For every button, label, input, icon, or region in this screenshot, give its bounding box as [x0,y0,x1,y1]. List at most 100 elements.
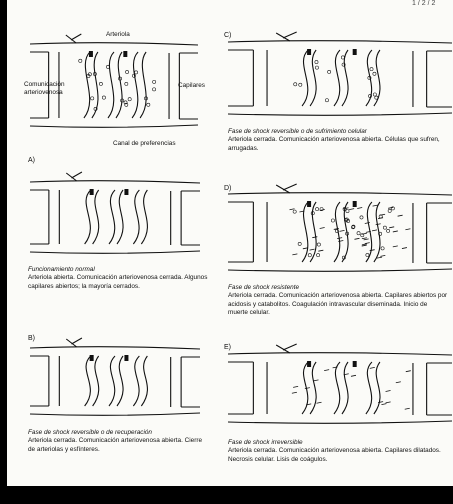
precapillary-sphincter-1 [353,49,357,55]
tissue-hatch [362,245,367,246]
tissue-hatch [320,210,325,211]
arteriole-top-wall [30,347,200,349]
blood-cell [388,209,391,212]
tissue-hatch [388,207,393,208]
blood-cell [293,210,296,213]
venule-inner-wall [30,406,200,407]
blood-cell [125,70,128,73]
blood-cell [360,216,363,219]
blood-cell [370,68,373,71]
capillary-0 [85,190,91,244]
tissue-hatch [320,228,325,229]
capillary-2 [132,52,138,118]
arteriole-top-wall [30,181,200,183]
label-canal-de-preferencias: Canal de preferencias [113,140,176,148]
panel-d-caption: Fase de shock resistente Arteriola cerra… [228,284,448,317]
blood-cell [317,254,320,257]
capillary-1 [334,202,340,262]
tissue-hatch [344,208,349,209]
precapillary-sphincter-0 [90,355,94,361]
capillary-wall-2 [141,356,147,406]
capillary-wall-0 [93,356,99,406]
tissue-hatch [406,371,411,372]
panel-e-caption: Fase de shock irreversible Arteriola cer… [228,439,448,464]
venule-bottom-wall [228,421,452,423]
blood-cell [315,208,318,211]
blood-cell [381,247,384,250]
tissue-hatch [378,402,383,403]
capillary-wall-0 [310,362,316,414]
capillary-0 [85,356,91,406]
label-capilares: Capilares [178,82,205,90]
tissue-hatch [305,388,310,389]
precapillary-sphincter-0 [89,51,93,57]
blood-cell [375,96,378,99]
blood-cell [387,229,390,232]
tissue-hatch [372,230,377,231]
capillary-2 [133,190,139,244]
capillary-wall-1 [117,190,123,244]
tissue-hatch [349,209,354,210]
tissue-hatch [357,207,362,208]
blood-cell [134,71,137,74]
label-arteriola: Arteriola [106,31,130,39]
blood-cell [152,88,155,91]
panel-b-caption: Fase de shock reversible o de recuperaci… [28,429,208,454]
capillary-0 [302,50,308,106]
tissue-hatch [370,367,375,368]
tissue-hatch [373,205,378,206]
precapillary-sphincter-1 [124,355,128,361]
blood-cell [383,226,386,229]
blood-cell [91,97,94,100]
panel-c-title: Fase de shock reversible o de sufrimient… [228,128,446,136]
tissue-hatch [365,223,370,224]
tissue-hatch [310,249,315,250]
tissue-hatch [340,230,345,231]
diagram-panel-c [226,28,453,126]
venule-bottom-wall [228,113,452,115]
tissue-hatch [405,408,410,409]
tissue-hatch [312,237,317,238]
arteriole-branch [276,184,297,193]
capillary-wall-0 [93,190,99,244]
tissue-hatch [365,243,370,244]
capillary-wall-1 [116,52,122,118]
tissue-hatch [292,254,297,255]
capillary-1 [109,190,115,244]
venule-inner-wall [30,118,198,119]
blood-cell [308,254,311,257]
capillary-wall-1 [342,362,348,414]
precapillary-sphincter-1 [123,51,127,57]
capillary-2 [366,362,372,414]
capillary-wall-2 [141,190,147,244]
tissue-hatch [364,239,369,240]
blood-cell [299,83,302,86]
capillary-1 [109,356,115,406]
blood-cell [373,93,376,96]
panel-b-text: Arteriola cerrada. Comunicación arteriov… [28,437,202,452]
capillary-wall-0 [310,202,316,262]
precapillary-sphincter-0 [90,189,94,195]
arteriole-top-wall [228,41,452,43]
tissue-hatch [324,370,329,371]
tissue-hatch [393,231,398,232]
panel-d-text: Arteriola cerrada. Comunicación arteriov… [228,292,447,316]
tissue-hatch [354,238,359,239]
blood-cell [315,60,318,63]
blood-cell [341,56,344,59]
blood-cell [99,82,102,85]
tissue-hatch [386,390,391,391]
blood-cell [331,219,334,222]
venule-inner-wall [228,414,452,415]
tissue-hatch [386,402,391,403]
diagram-panel-e [226,340,453,434]
panel-a-title: Funcionamiento normal [28,266,208,274]
precapillary-sphincter-1 [124,189,128,195]
panel-a-text: Arteriola abierta. Comunicación arteriov… [28,274,207,289]
tissue-hatch [396,382,401,383]
capillary-wall-2 [374,202,380,262]
precapillary-sphincter-1 [353,361,357,367]
panel-e-text: Arteriola cerrada. Comunicación arteriov… [228,447,441,462]
venule-bottom-wall [30,413,200,415]
blood-cell [128,98,131,101]
